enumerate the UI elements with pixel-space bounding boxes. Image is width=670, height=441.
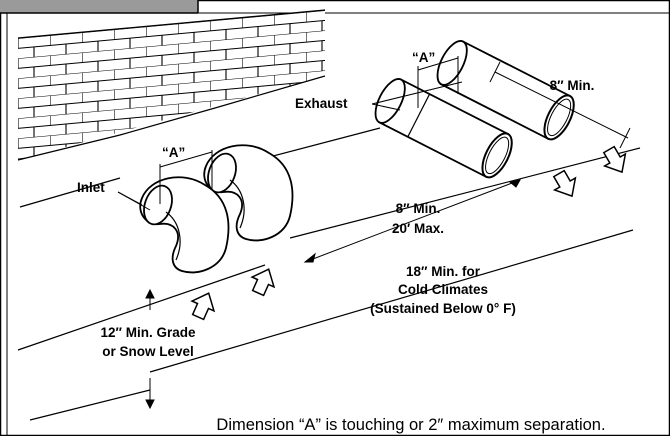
dimension-lines: [117, 56, 631, 408]
label-exhaust: Exhaust: [295, 96, 348, 111]
exhaust-arrow-icon: [552, 169, 577, 198]
label-20-max: 20′ Max.: [392, 221, 444, 236]
exhaust-arrow-icon: [602, 145, 627, 174]
label-8-min-middle: 8″ Min.: [396, 201, 441, 216]
airflow-arrows: [190, 145, 627, 321]
intake-arrow-icon: [190, 292, 216, 321]
label-grade-line1: 12″ Min. Grade: [101, 325, 196, 340]
caption: Dimension “A” is touching or 2″ maximum …: [216, 416, 605, 434]
label-dimension-a-exhaust: “A”: [412, 50, 435, 65]
inlet-elbows: [139, 144, 294, 274]
header-tab: [0, 0, 198, 13]
label-inlet: Inlet: [77, 180, 105, 195]
label-cold-line1: 18″ Min. for: [406, 264, 481, 279]
label-cold-line2: Cold Climates: [398, 282, 488, 297]
intake-arrow-icon: [250, 268, 276, 297]
exhaust-pipes: [374, 40, 575, 179]
label-cold-line3: (Sustained Below 0° F): [370, 301, 516, 316]
label-8-min-top: 8″ Min.: [550, 78, 595, 93]
label-grade-line2: or Snow Level: [102, 344, 194, 359]
label-dimension-a-inlet: “A”: [162, 145, 185, 160]
